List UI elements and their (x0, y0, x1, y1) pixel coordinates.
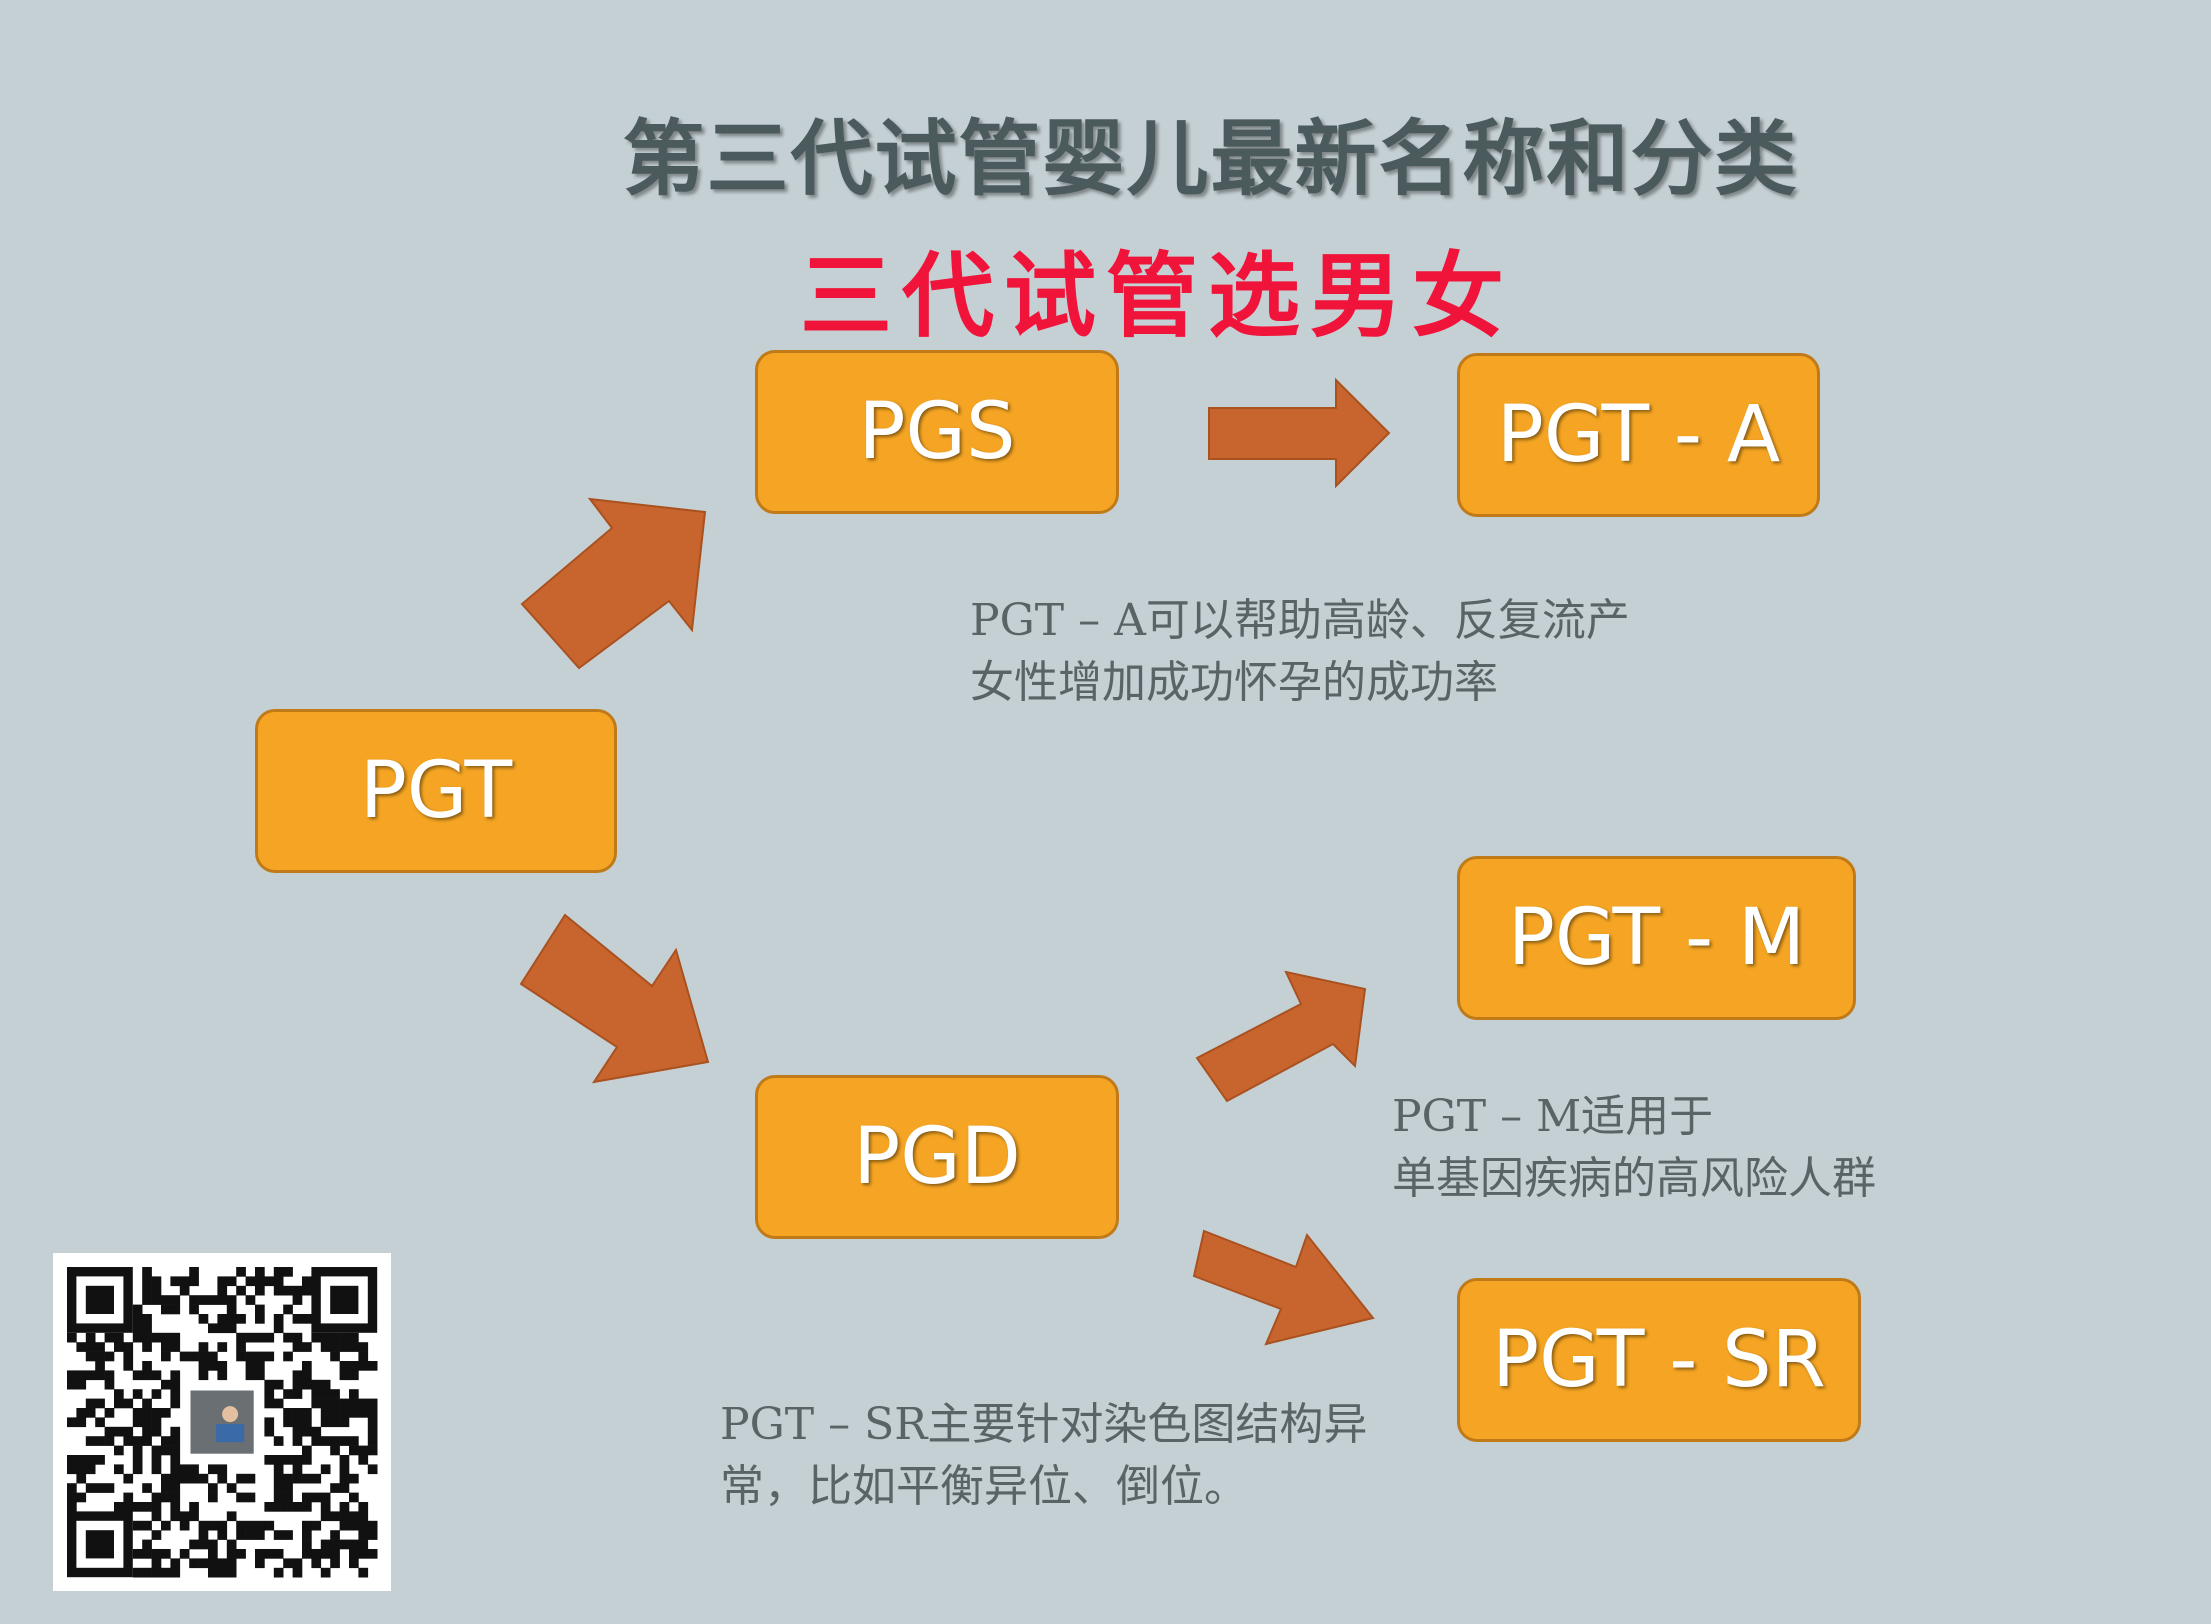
note-pgt-sr-line-1: PGT – SR主要针对染色图结构异 (720, 1399, 1368, 1450)
qr-code-pattern (67, 1267, 378, 1578)
page-subtitle: 三代试管选男女 (800, 243, 1515, 350)
arrow-pgs-to-pgt-a (1208, 377, 1391, 489)
arrow-pgt-to-pgs (520, 497, 707, 670)
node-pgs: PGS (755, 350, 1119, 514)
arrow-pgd-to-pgt-m (1195, 970, 1367, 1103)
note-pgt-a-line-1: PGT – A可以帮助高龄、反复流产 (970, 595, 1630, 646)
arrow-pgd-to-pgt-sr (1192, 1229, 1375, 1346)
node-pgt-m: PGT - M (1457, 856, 1856, 1020)
note-pgt-sr-line-2: 常，比如平衡异位、倒位。 (720, 1461, 1248, 1512)
arrow-pgt-to-pgd (519, 913, 710, 1084)
note-pgt-m-line-1: PGT – M适用于 (1392, 1091, 1714, 1142)
page-title: 第三代试管婴儿最新名称和分类 (622, 111, 1799, 207)
node-pgd: PGD (755, 1075, 1119, 1239)
note-pgt-a-line-2: 女性增加成功怀孕的成功率 (970, 657, 1498, 708)
note-pgt-sr: PGT – SR主要针对染色图结构异 常，比如平衡异位、倒位。 (720, 1394, 1367, 1518)
note-pgt-a: PGT – A可以帮助高龄、反复流产 女性增加成功怀孕的成功率 (970, 590, 1630, 714)
node-pgt-sr: PGT - SR (1457, 1278, 1861, 1442)
qr-code (53, 1253, 391, 1591)
note-pgt-m-line-2: 单基因疾病的高风险人群 (1392, 1153, 1876, 1204)
node-pgt-a: PGT - A (1457, 353, 1820, 517)
note-pgt-m: PGT – M适用于 单基因疾病的高风险人群 (1392, 1086, 1876, 1210)
node-pgt: PGT (255, 709, 617, 873)
